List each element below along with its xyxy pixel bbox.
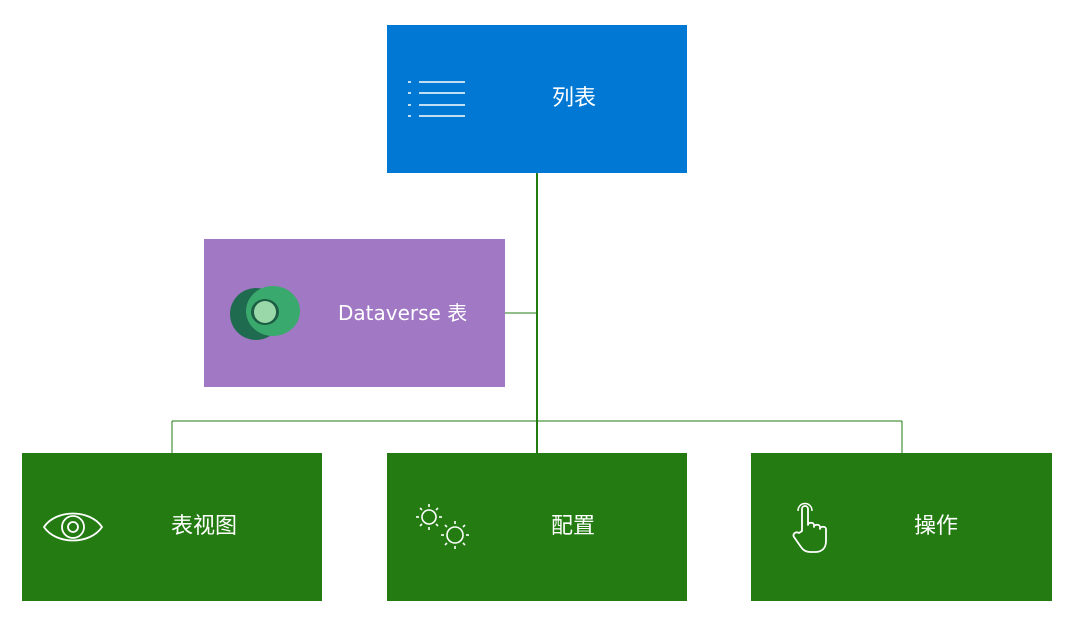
actions-node: 操作 — [751, 453, 1052, 601]
list-icon — [407, 80, 467, 124]
dataverse-table-label: Dataverse 表 — [338, 301, 468, 325]
dataverse-table-node: Dataverse 表 — [204, 239, 505, 387]
table-views-label: 表视图 — [171, 514, 238, 539]
eye-icon — [42, 507, 104, 551]
configuration-node: 配置 — [387, 453, 687, 601]
configuration-label: 配置 — [551, 514, 596, 539]
gears-icon — [413, 501, 475, 557]
list-node: 列表 — [387, 25, 687, 173]
dataverse-logo-icon — [229, 284, 305, 348]
table-views-node: 表视图 — [22, 453, 322, 601]
actions-label: 操作 — [914, 514, 959, 539]
touch-hand-icon — [789, 501, 833, 559]
list-node-label: 列表 — [552, 86, 597, 111]
